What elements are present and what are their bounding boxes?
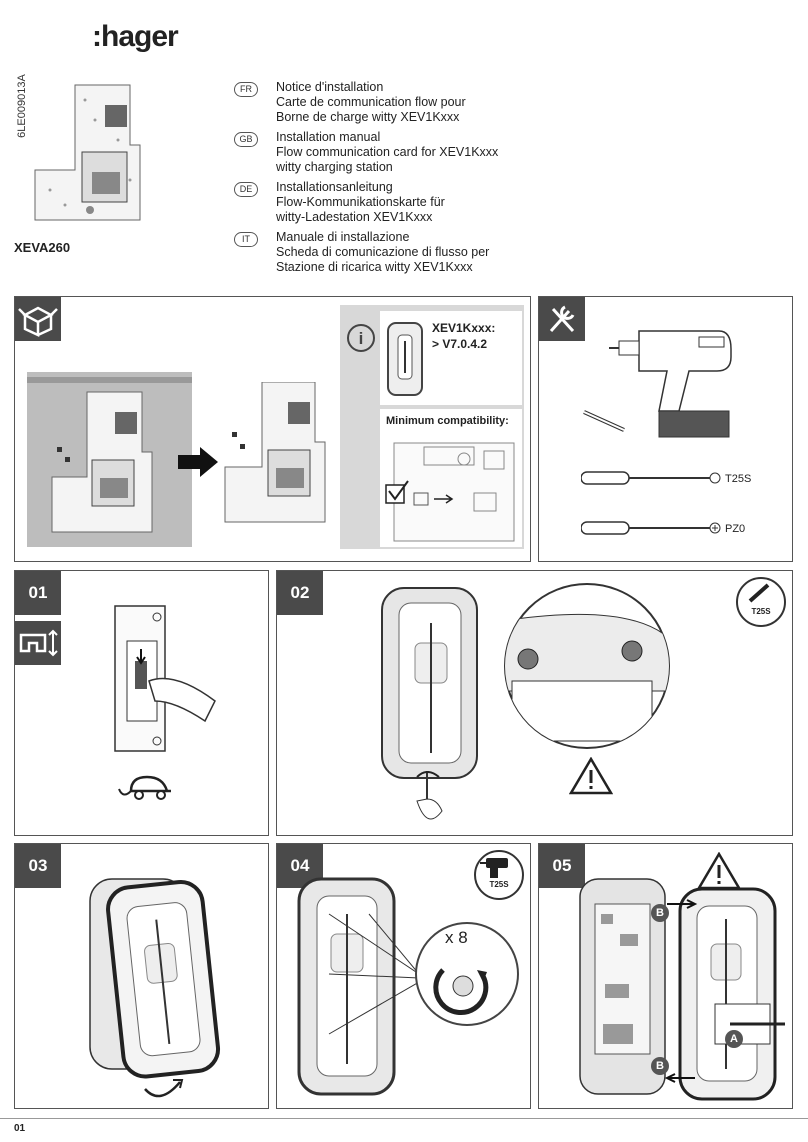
svg-text:i: i [359, 329, 364, 348]
page-number: 01 [14, 1123, 26, 1134]
charging-station-icon [387, 322, 423, 396]
tool-size-label: T25S [489, 880, 509, 889]
lang-line: Manuale di installazione [276, 230, 410, 244]
step-03-panel: 03 [14, 843, 269, 1109]
phillips-size-label: PZ0 [725, 523, 746, 535]
info-panel: i XEV1Kxxx: > V7.0.4.2 Minimum compatibi… [340, 305, 524, 549]
product-reference: XEVA260 [14, 240, 71, 255]
remove-cover-illustration [89, 878, 221, 1098]
step-02-panel: 02 T25S [276, 570, 793, 836]
warning-icon [569, 757, 613, 795]
footer-divider [0, 1118, 808, 1119]
lang-line: witty charging station [276, 160, 393, 174]
lang-line: Carte de communication flow pour [276, 95, 466, 109]
lang-code: DE [234, 182, 258, 197]
drill-icon [480, 858, 508, 878]
info-icon: i [347, 324, 375, 352]
step-number: 03 [15, 844, 61, 888]
compat-label: Minimum compatibility: [386, 415, 509, 427]
breaker-off-icon-tag [15, 621, 61, 665]
step-05-panel: 05 B B A [538, 843, 793, 1109]
lang-line: Stazione di ricarica witty XEV1Kxxx [276, 260, 473, 274]
drill-icon [609, 330, 732, 438]
lang-line: Borne de charge witty XEV1Kxxx [276, 110, 460, 124]
lang-line: Notice d'installation [276, 80, 384, 94]
wrench-screwdriver-icon [549, 305, 575, 333]
hand-screwdriver-illustration [416, 771, 443, 820]
label-b-top: B [651, 904, 669, 922]
lang-line: Installation manual [276, 130, 381, 144]
screw-count: x 8 [445, 928, 468, 947]
rotate-ccw-icon [433, 968, 489, 1015]
step-01-panel: 01 [14, 570, 269, 836]
step-number: 05 [539, 844, 585, 888]
lang-line: Flow communication card for XEV1Kxxx [276, 145, 499, 159]
t25s-tool-badge: T25S [736, 577, 786, 627]
card-in-package-illustration [27, 372, 192, 547]
bit-icon [583, 410, 625, 432]
card-unpacked-illustration [224, 382, 326, 523]
lang-line: Scheda di comunicazione di flusso per [276, 245, 490, 259]
circuit-breaker-illustration [114, 605, 216, 752]
package-contents-panel: i XEV1Kxxx: > V7.0.4.2 Minimum compatibi… [14, 296, 531, 562]
step-number: 02 [277, 571, 323, 615]
screwdriver-icon [748, 583, 770, 603]
tool-size-label: T25S [751, 607, 771, 616]
lang-line: Installationsanleitung [276, 180, 393, 194]
document-id: 6LE009013A [16, 74, 28, 138]
lang-code: GB [234, 132, 258, 147]
product-card-illustration [34, 84, 141, 221]
step-number: 01 [15, 571, 61, 615]
cover-screws-illustration [297, 877, 419, 1096]
label-b-bottom: B [651, 1057, 669, 1075]
hager-logo: :hager [92, 20, 179, 53]
lang-code: FR [234, 82, 258, 97]
box-icon [18, 306, 58, 337]
info-version: > V7.0.4.2 [432, 337, 488, 351]
breaker-off-icon [19, 629, 58, 657]
lang-line: witty-Ladestation XEV1Kxxx [276, 210, 433, 224]
station-front-illustration [381, 587, 478, 779]
torx-size-label: T25S [725, 473, 752, 485]
label-a: A [725, 1030, 743, 1048]
open-station-illustration [579, 878, 785, 1101]
tools-icon-tag [539, 297, 585, 341]
torx-screwdriver-icon [581, 471, 721, 485]
step-04-panel: 04 x 8 T25S [276, 843, 531, 1109]
lang-code: IT [234, 232, 258, 247]
electric-car-icon [118, 775, 171, 800]
lang-line: Flow-Kommunikationskarte für [276, 195, 445, 209]
phillips-screwdriver-icon [581, 521, 721, 535]
screw-detail-zoom [504, 583, 670, 749]
drill-tool-badge: T25S [474, 850, 524, 900]
box-icon-tag [15, 297, 61, 341]
screw-zoom-circle [415, 922, 519, 1026]
info-model: XEV1Kxxx: [432, 321, 496, 335]
tools-panel: T25S PZ0 [538, 296, 793, 562]
arrow-right-icon [178, 447, 218, 477]
compatible-board-illustration [385, 442, 515, 542]
